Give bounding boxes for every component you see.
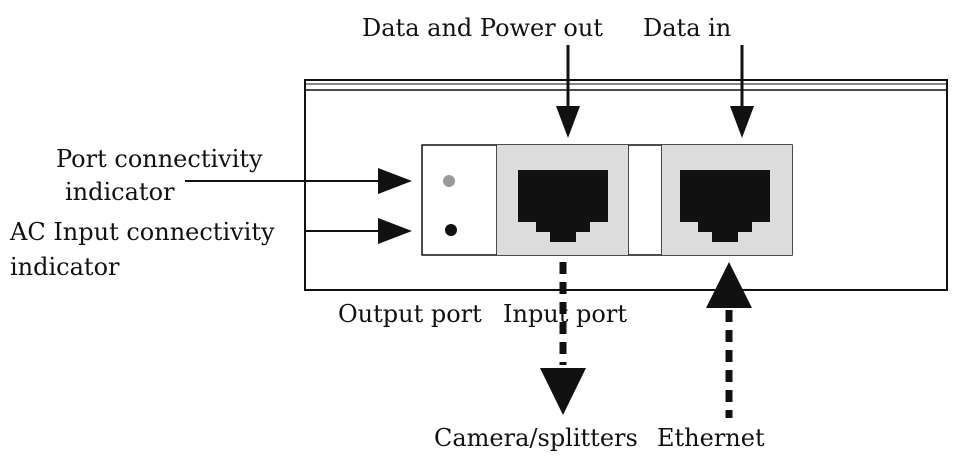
port-connectivity-led-icon [443, 175, 455, 187]
arrow-head-down-icon [540, 368, 586, 415]
label-camera-splitters: Camera/splitters [434, 424, 638, 452]
label-ethernet: Ethernet [657, 424, 765, 452]
label-data-power-out: Data and Power out [362, 14, 603, 42]
label-output-port: Output port [338, 300, 482, 328]
rj45-jack-icon [518, 170, 608, 242]
arrow-head-down-icon [556, 106, 580, 138]
label-data-in: Data in [643, 14, 732, 42]
rj45-jack-icon [680, 170, 770, 242]
device-housing [304, 79, 948, 291]
input-port[interactable] [662, 145, 792, 255]
label-port-indicator-1: Port connectivity [56, 145, 263, 173]
ac-input-led-icon [445, 224, 457, 236]
label-ac-indicator-2: indicator [10, 253, 120, 281]
label-ac-indicator-1: AC Input connectivity [10, 218, 275, 246]
arrow-head-down-icon [730, 106, 754, 138]
arrow-head-right-icon [378, 168, 412, 194]
output-port[interactable] [497, 145, 628, 255]
arrow-head-up-icon [706, 262, 752, 308]
label-input-port: Input port [503, 300, 627, 328]
label-port-indicator-2: indicator [65, 178, 175, 206]
arrow-head-right-icon [378, 218, 412, 244]
